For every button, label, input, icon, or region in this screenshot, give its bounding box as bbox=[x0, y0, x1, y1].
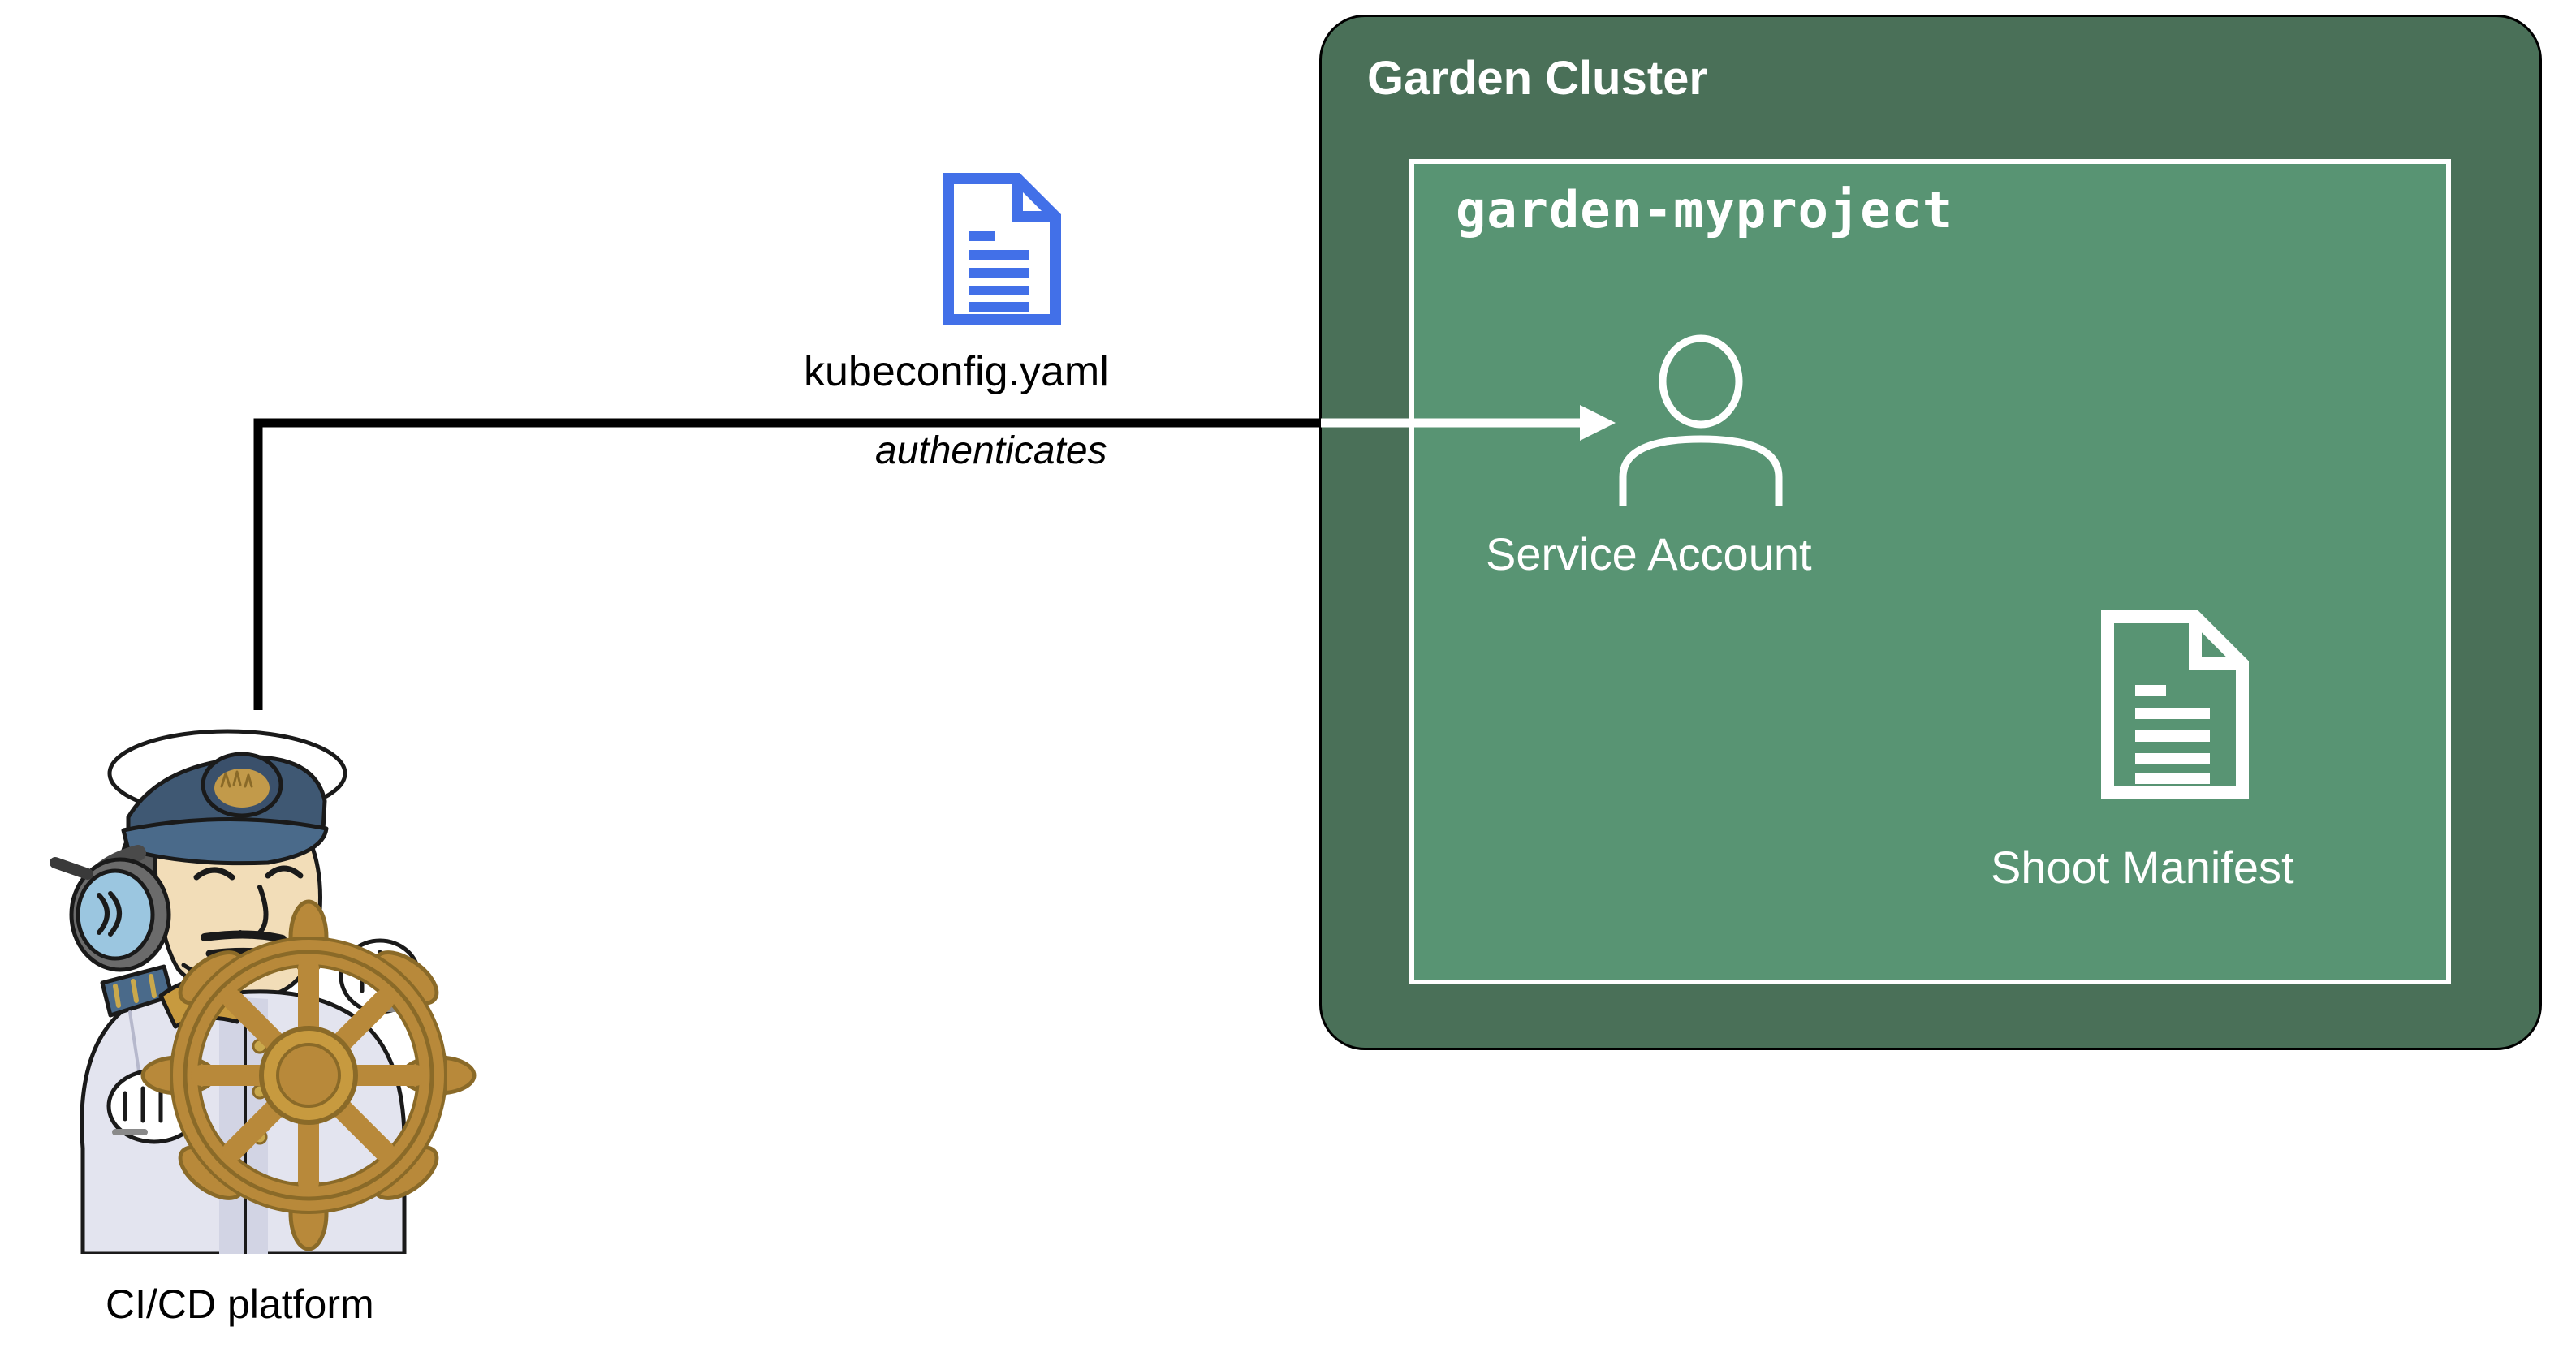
namespace-title: garden-myproject bbox=[1456, 180, 1954, 239]
user-icon bbox=[1612, 331, 1790, 506]
shoot-manifest-label: Shoot Manifest bbox=[1991, 842, 2294, 893]
kubeconfig-label: kubeconfig.yaml bbox=[804, 348, 1109, 395]
edge-label: authenticates bbox=[875, 429, 1107, 472]
garden-cluster-title: Garden Cluster bbox=[1367, 52, 1707, 105]
service-account-label: Service Account bbox=[1486, 528, 1812, 579]
namespace-box bbox=[1409, 159, 2451, 984]
jenkins-captain-icon bbox=[24, 694, 511, 1256]
document-icon bbox=[2101, 610, 2249, 799]
cicd-platform-label: CI/CD platform bbox=[106, 1281, 374, 1327]
document-icon bbox=[943, 173, 1061, 325]
